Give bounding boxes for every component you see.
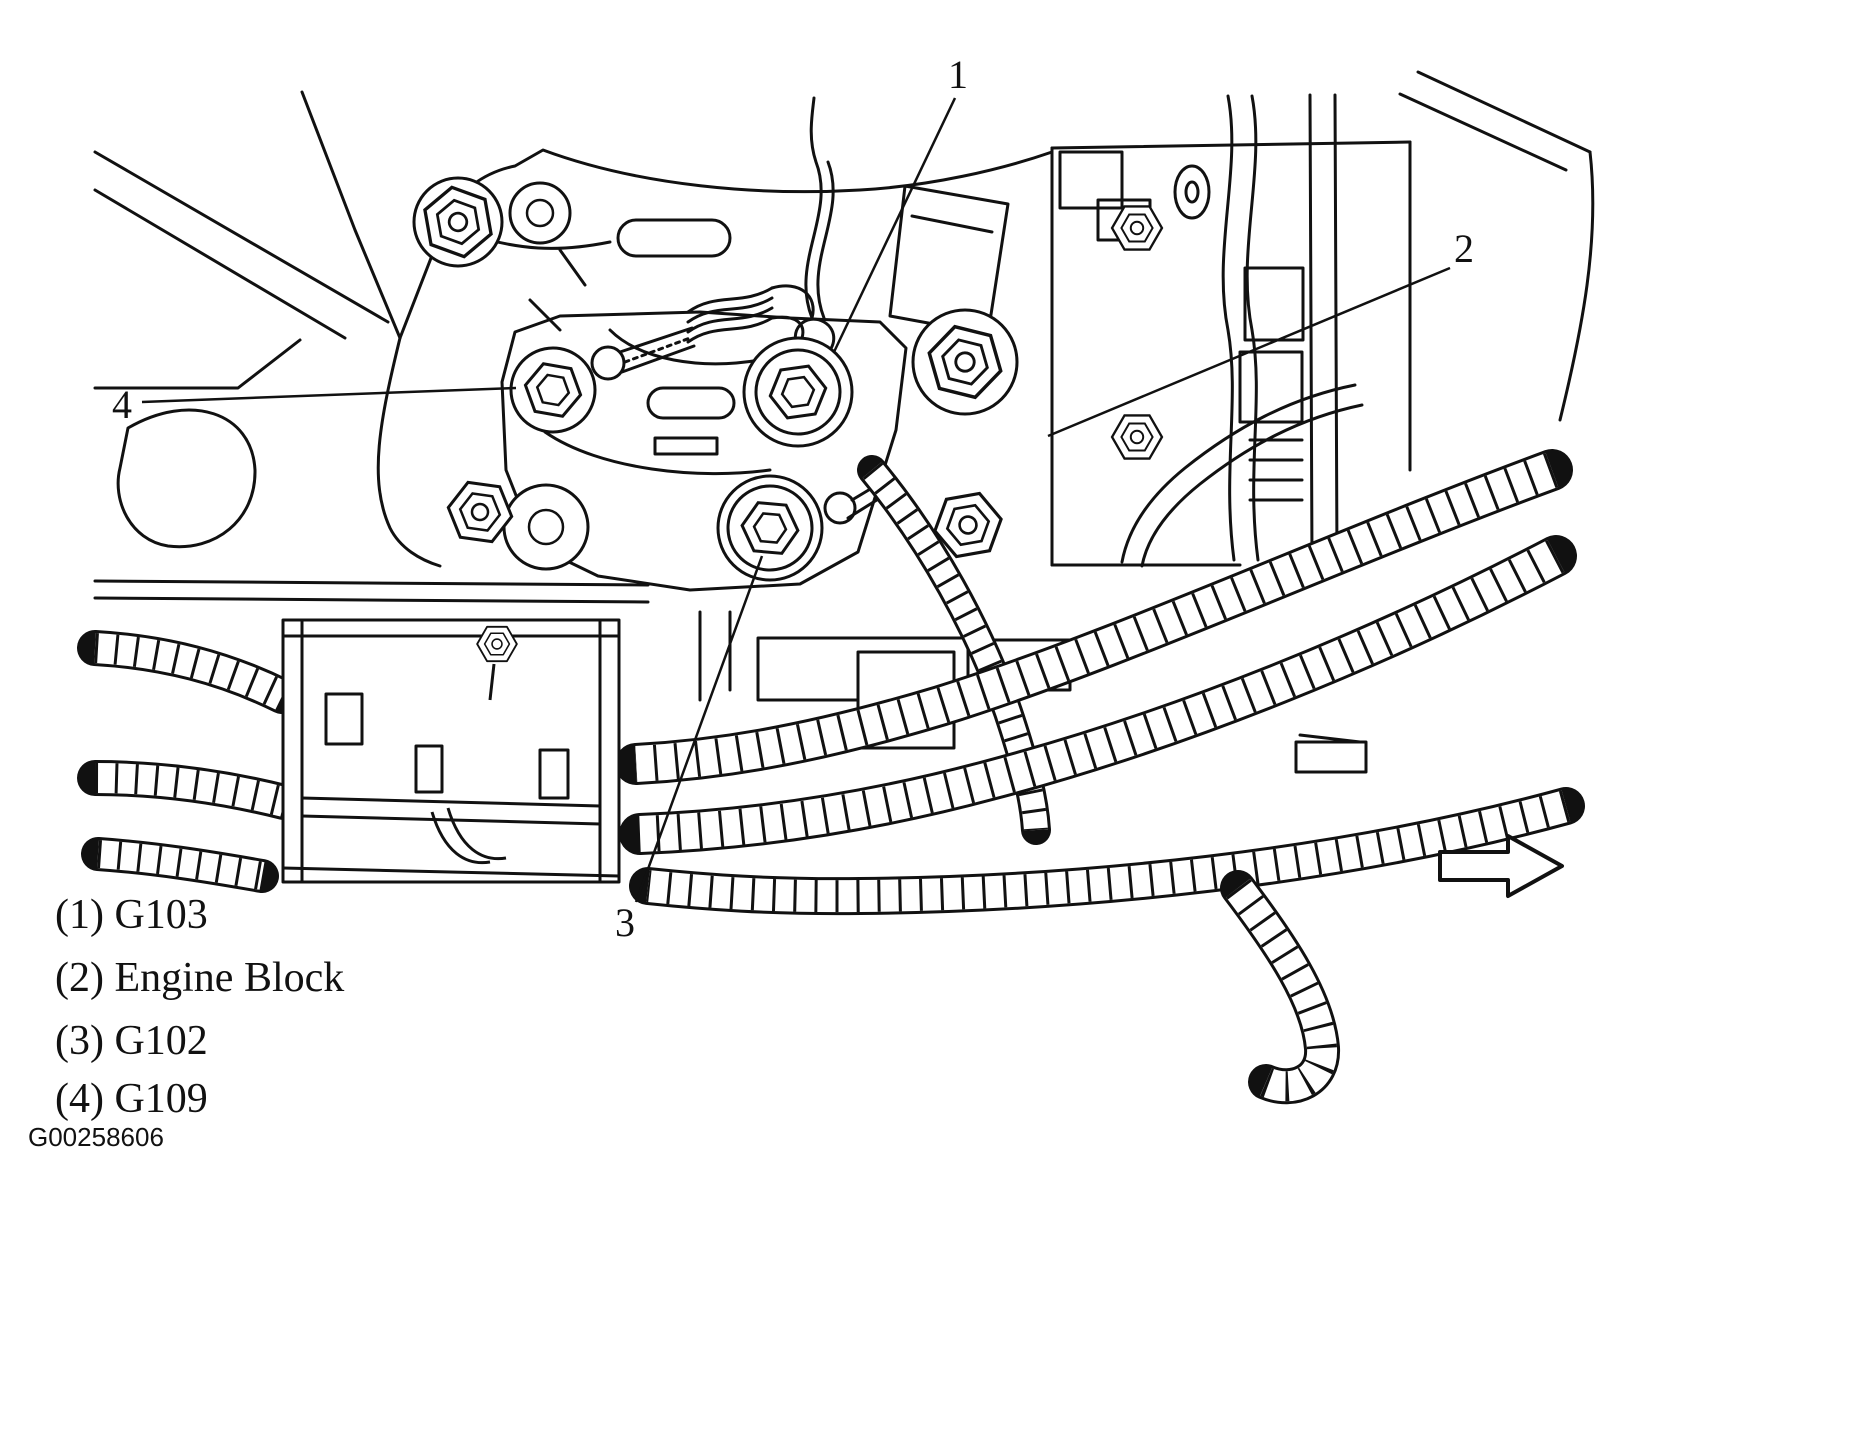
callouts: 1 2 3 4 bbox=[112, 52, 1474, 945]
legend-item-4: (4) G109 bbox=[55, 1076, 208, 1122]
callout-4-label: 4 bbox=[112, 382, 132, 427]
legend-item-3: (3) G102 bbox=[55, 1018, 208, 1064]
legend-item-2: (2) Engine Block bbox=[55, 955, 344, 1001]
corrugated-hose-upper bbox=[615, 449, 1573, 785]
callout-leader-lines bbox=[141, 97, 1451, 903]
corrugated-stub-1 bbox=[77, 630, 300, 714]
callout-1-label: 1 bbox=[948, 52, 968, 97]
callout-2-label: 2 bbox=[1454, 226, 1474, 271]
legend: (1) G103 (2) Engine Block (3) G102 (4) G… bbox=[55, 892, 344, 1122]
figure-code: G00258606 bbox=[28, 1122, 164, 1152]
leader-4 bbox=[141, 386, 517, 404]
bolt-top-left bbox=[412, 176, 504, 268]
corrugated-hose-middle bbox=[619, 535, 1577, 855]
ground-bolt-g102 bbox=[716, 474, 824, 582]
direction-arrow-icon bbox=[1438, 834, 1564, 898]
corrugated-stub-3 bbox=[81, 837, 279, 893]
bolt-right-lower bbox=[1110, 414, 1164, 460]
ground-bolt-g109 bbox=[502, 339, 604, 441]
legend-item-1: (1) G103 bbox=[55, 892, 208, 938]
leader-1 bbox=[832, 97, 957, 353]
ground-bolt-g103 bbox=[742, 336, 854, 448]
corrugated-stub-2 bbox=[77, 760, 302, 820]
bolt-center-right bbox=[911, 308, 1019, 416]
ground-straps bbox=[590, 326, 884, 525]
corrugated-hose-lower bbox=[629, 787, 1585, 916]
leader-2 bbox=[1047, 266, 1451, 438]
corrugated-hose-hook bbox=[1220, 870, 1340, 1105]
wiring-harness bbox=[686, 96, 836, 358]
callout-3-label: 3 bbox=[615, 900, 635, 945]
fasteners bbox=[412, 176, 1164, 582]
hoses bbox=[77, 449, 1585, 1105]
bolt-right-upper bbox=[1110, 205, 1164, 251]
mounting-bracket bbox=[281, 618, 621, 884]
leader-3 bbox=[634, 555, 764, 903]
